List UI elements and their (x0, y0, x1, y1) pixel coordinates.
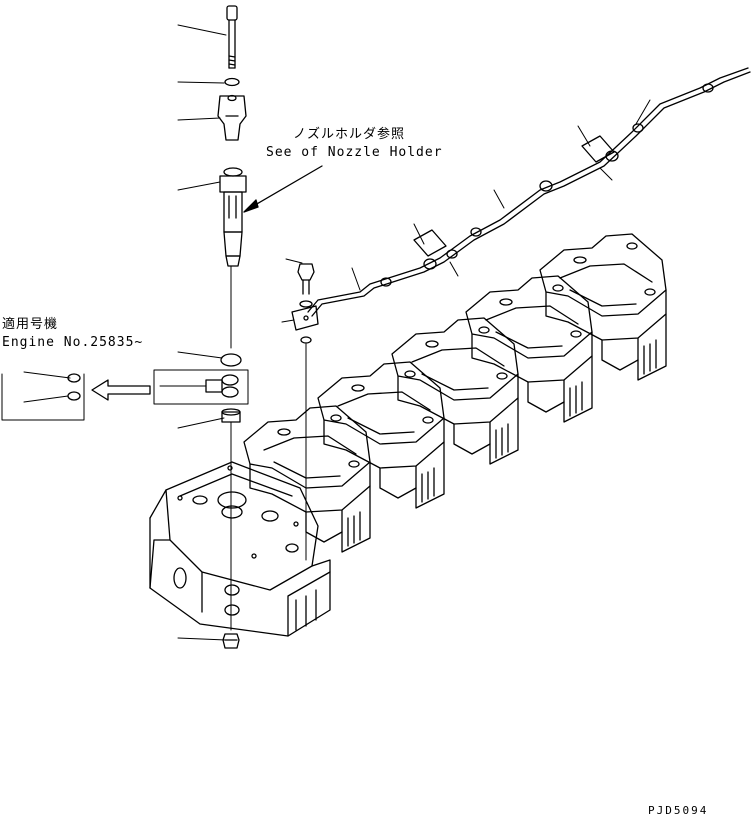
nozzle-clamp (218, 96, 246, 141)
cylinder-head-2 (243, 405, 371, 553)
line-clamp-1 (414, 230, 446, 256)
cylinder-head-5 (465, 275, 593, 423)
lower-nut (223, 634, 239, 648)
line-bracket (292, 306, 318, 330)
injection-line (308, 68, 750, 316)
applicability-label-en: Engine No.25835~ (2, 335, 144, 350)
clamp-bolt (227, 6, 237, 68)
nozzle-holder (220, 168, 246, 266)
reference-pointer (244, 166, 322, 212)
callout-leaders (178, 25, 650, 640)
bracket-bolt (298, 264, 314, 294)
sleeve-seal (222, 409, 240, 422)
reference-note-en: See of Nozzle Holder (266, 145, 443, 160)
nozzle-gasket (221, 354, 241, 366)
applicability-inset (2, 370, 248, 420)
bracket-washer (300, 301, 312, 307)
line-clamp-2 (582, 136, 614, 162)
bracket-spacer (301, 337, 311, 343)
cylinder-head-1 (150, 462, 330, 636)
reference-note-jp: ノズルホルダ参照 (293, 127, 406, 142)
clamp-washer (225, 79, 239, 86)
applicability-label-jp: 適用号機 (2, 317, 59, 332)
cylinder-head-6 (539, 233, 667, 381)
drawing-code: PJD5094 (648, 804, 709, 817)
